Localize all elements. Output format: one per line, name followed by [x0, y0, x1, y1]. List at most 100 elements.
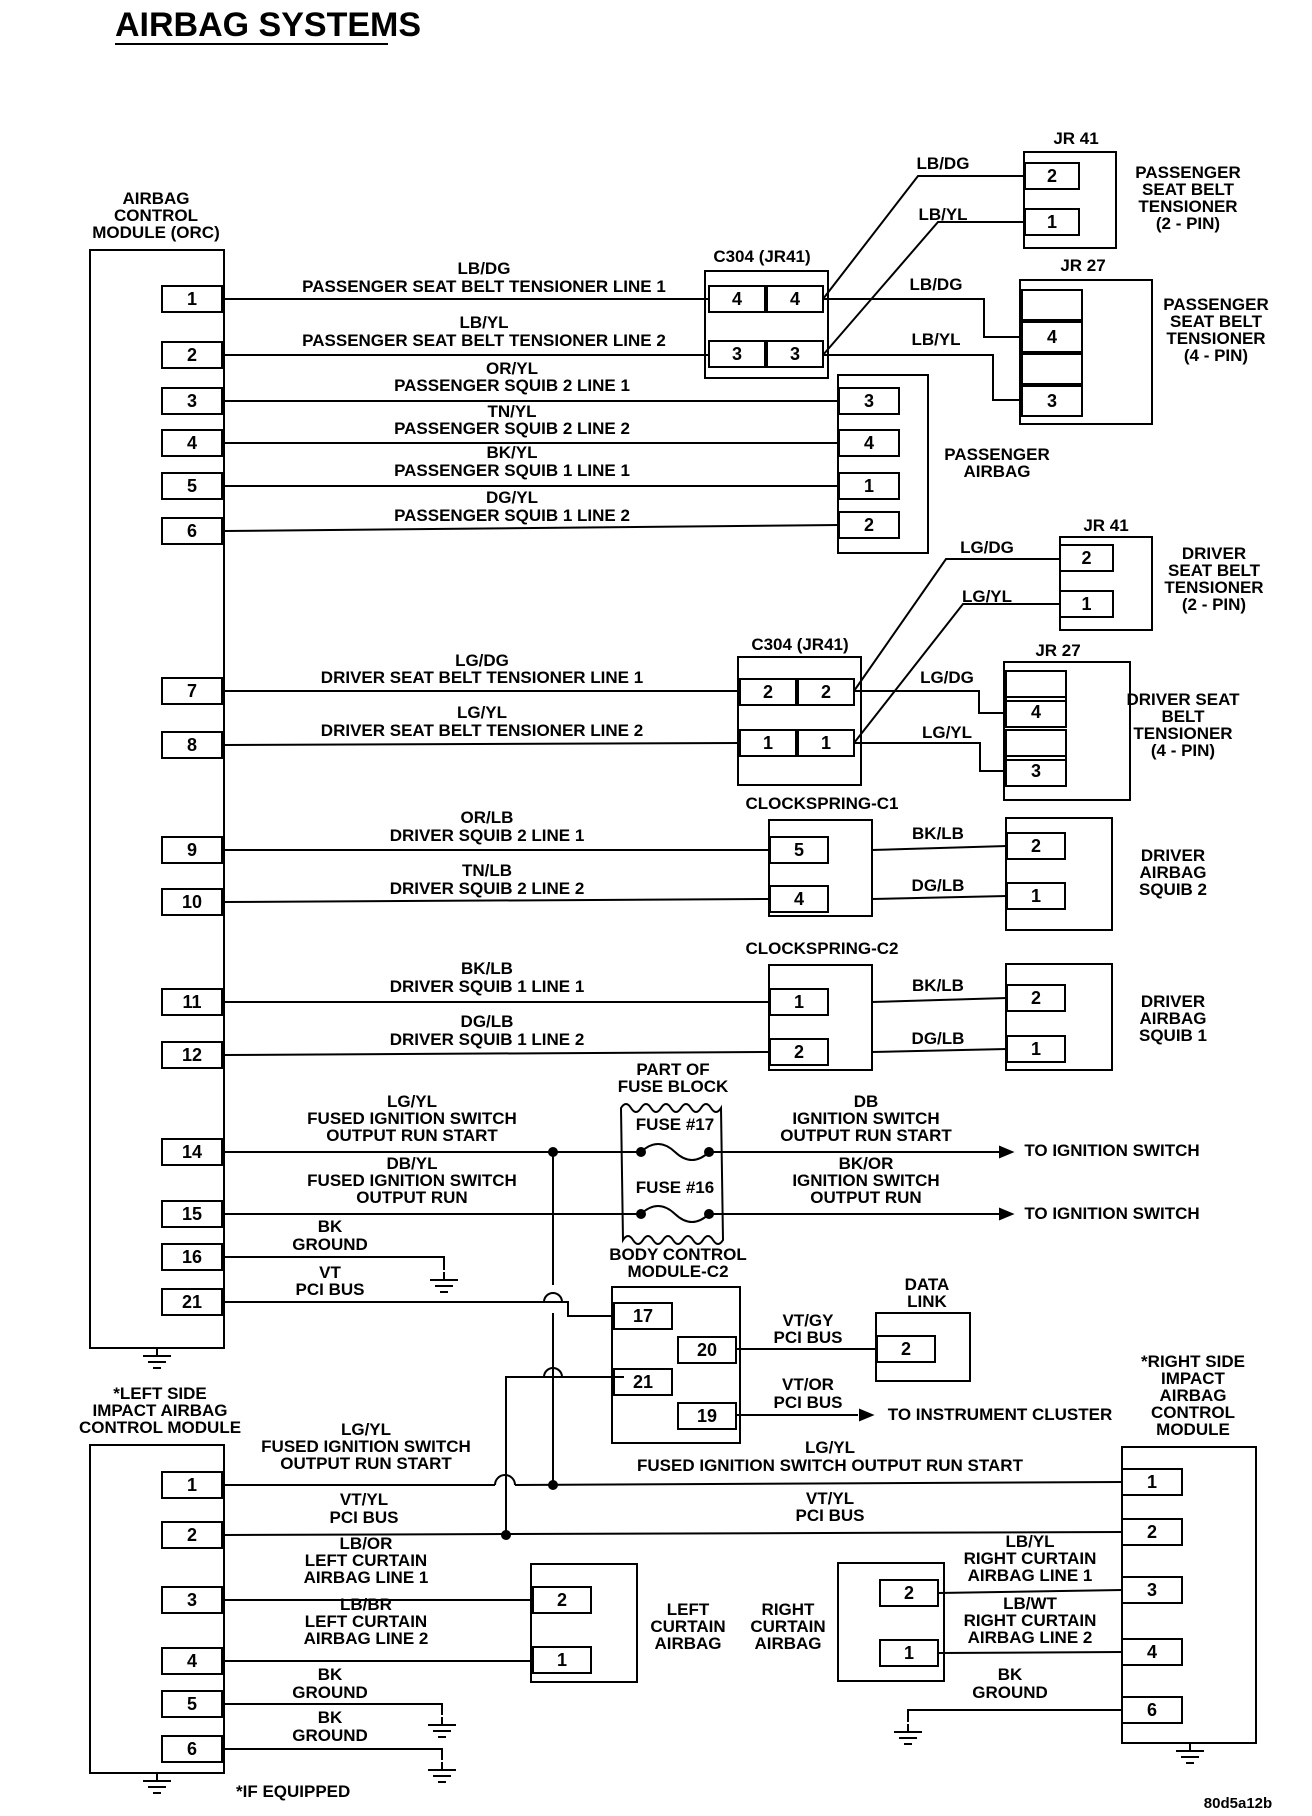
wire — [853, 603, 1060, 744]
lsi-label: *LEFT SIDE — [113, 1384, 207, 1403]
wire — [871, 895, 1008, 900]
arrow-icon — [999, 1207, 1015, 1221]
label: DG/LB — [912, 1029, 965, 1048]
ign1-label: DB — [854, 1092, 879, 1111]
label: VT/GY — [782, 1311, 834, 1330]
pin-number: 2 — [1081, 548, 1091, 568]
orc-label: AIRBAG — [122, 189, 189, 208]
lsi-pin — [161, 1521, 223, 1549]
lsi-label: IMPACT AIRBAG — [92, 1401, 227, 1420]
label: PASSENGER SQUIB 2 LINE 2 — [394, 419, 630, 438]
label: LG/YL — [962, 587, 1012, 606]
pin-number: 2 — [904, 1583, 914, 1603]
pst2-label: (2 - PIN) — [1156, 214, 1220, 233]
pst4-label: (4 - PIN) — [1184, 346, 1248, 365]
orc-pin — [161, 1288, 223, 1316]
wire — [823, 298, 1022, 338]
driver-airbag-squib2-label: SQUIB 2 — [1139, 880, 1207, 899]
clockspring-c2-label: CLOCKSPRING-C2 — [745, 939, 898, 958]
wire — [223, 742, 741, 746]
lsi-pin — [161, 1735, 223, 1763]
pin-number: 3 — [1147, 1580, 1157, 1600]
right-curtain-airbag-label: AIRBAG — [754, 1634, 821, 1653]
label: GROUND — [972, 1683, 1048, 1702]
footnote: *IF EQUIPPED — [236, 1782, 350, 1801]
to-ignition-switch-label: TO IGNITION SWITCH — [1024, 1204, 1199, 1223]
wire — [223, 524, 840, 532]
label: DG/LB — [461, 1012, 514, 1031]
pin-number: 1 — [794, 992, 804, 1012]
wire — [854, 742, 1006, 772]
pin-number: 4 — [794, 889, 804, 909]
pin-number: 1 — [821, 733, 831, 753]
pin-number: 4 — [732, 289, 742, 309]
wire — [871, 1048, 1008, 1053]
wire15-label: OUTPUT RUN — [356, 1188, 467, 1207]
label: DRIVER SEAT BELT TENSIONER LINE 2 — [321, 721, 643, 740]
pin-number: 3 — [187, 391, 197, 411]
wire — [822, 175, 1025, 300]
label: LG/DG — [455, 651, 509, 670]
fuse-symbol — [640, 1205, 710, 1223]
data-link-body — [875, 1312, 971, 1382]
fuse-block-outline — [619, 1103, 725, 1245]
page-title: AIRBAG SYSTEMS — [115, 6, 421, 44]
pin-number: 1 — [187, 289, 197, 309]
bcm-body — [611, 1286, 741, 1444]
pin-number: 19 — [697, 1406, 717, 1426]
label: PCI BUS — [774, 1393, 843, 1412]
pin-number: 4 — [790, 289, 800, 309]
rsi-module — [1121, 1446, 1257, 1744]
lsi-wire1-label: OUTPUT RUN START — [280, 1454, 452, 1473]
pin-number: 4 — [1147, 1642, 1157, 1662]
wire — [937, 1589, 1123, 1594]
label: PASSENGER SQUIB 1 LINE 2 — [394, 506, 630, 525]
connector-body — [1021, 353, 1083, 385]
right-curtain-connector — [837, 1562, 945, 1682]
orc-pin — [161, 1138, 223, 1166]
label: LG/DG — [960, 538, 1014, 557]
jr41b-label: JR 41 — [1083, 516, 1128, 535]
left-curtain-airbag-label: CURTAIN — [650, 1617, 725, 1636]
label: TN/YL — [487, 402, 536, 421]
jr27b-label: JR 27 — [1035, 641, 1080, 660]
label: PCI BUS — [796, 1506, 865, 1525]
pin-number: 2 — [187, 1525, 197, 1545]
wire-hop — [494, 1474, 516, 1486]
splice-dot — [548, 1147, 558, 1157]
wire — [224, 1256, 445, 1270]
label: LB/YL — [911, 330, 960, 349]
label: PASSENGER SQUIB 1 LINE 1 — [394, 461, 630, 480]
orc-pin — [161, 677, 223, 705]
ign2-label: OUTPUT RUN — [810, 1188, 921, 1207]
lsi-pin — [161, 1586, 223, 1614]
pin-number: 4 — [187, 1651, 197, 1671]
label: VT/YL — [340, 1490, 388, 1509]
orc-label: MODULE (ORC) — [92, 223, 219, 242]
image-code: 80d5a12b — [1204, 1795, 1272, 1812]
orc-pin — [161, 1200, 223, 1228]
left-curtain-connector — [530, 1563, 638, 1683]
orc-pin — [161, 988, 223, 1016]
wire-hop — [543, 1292, 563, 1303]
lsi-module — [89, 1444, 225, 1774]
pin-number: 2 — [901, 1339, 911, 1359]
right-curtain-airbag-label: CURTAIN — [750, 1617, 825, 1636]
wire — [871, 997, 1008, 1003]
label: BK — [998, 1665, 1023, 1684]
orc-pin — [161, 1041, 223, 1069]
lsi-wire4-label: LEFT CURTAIN — [305, 1612, 427, 1631]
pin-number: 3 — [187, 1590, 197, 1610]
label: DRIVER SQUIB 1 LINE 2 — [390, 1030, 585, 1049]
fuse-symbol — [640, 1143, 710, 1161]
fuse-block-label: PART OF — [636, 1060, 709, 1079]
label: PCI BUS — [330, 1508, 399, 1527]
rsi-wire3-label: LB/YL — [1005, 1532, 1054, 1551]
orc-pin — [161, 285, 223, 313]
pst2-label: TENSIONER — [1138, 197, 1237, 216]
label: OR/LB — [461, 808, 514, 827]
wire — [907, 1709, 1122, 1722]
pin-number: 3 — [1047, 391, 1057, 411]
pin-number: 1 — [1047, 212, 1057, 232]
dst4-label: (4 - PIN) — [1151, 741, 1215, 760]
